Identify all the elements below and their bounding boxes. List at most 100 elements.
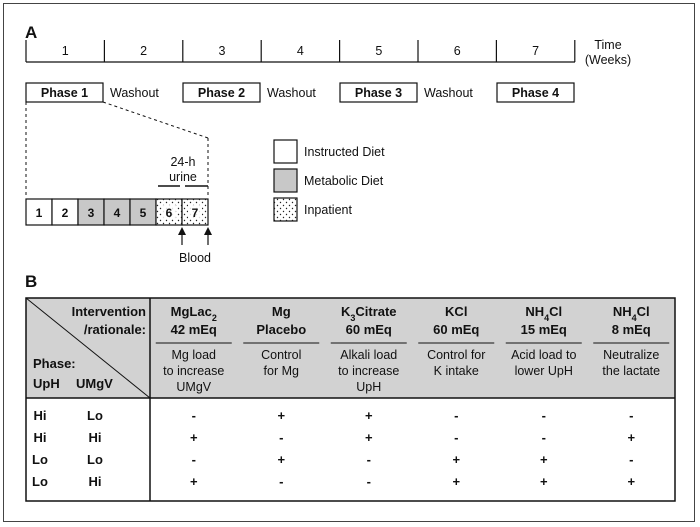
day-label: 6 [166,206,173,220]
intervention-dose: 15 mEq [521,322,567,337]
day-box [181,198,209,226]
phase-label: Phase 4 [512,86,559,100]
intervention-rationale: to increase [338,364,399,378]
intervention-rationale: Neutralize [603,348,659,362]
week-label: 3 [219,44,226,58]
corner-phase-label: Phase: [33,356,76,371]
table-cell: - [542,430,546,445]
urine-label: 24-h [170,155,195,169]
washout-label: Washout [424,86,473,100]
intervention-name: NH4Cl [525,304,562,323]
legend-swatch [273,168,298,193]
row-uph: Lo [32,474,48,489]
week-label: 2 [140,44,147,58]
intervention-rationale: Mg load [172,348,217,362]
intervention-rationale: Acid load to [511,348,576,362]
phase-box [496,82,575,103]
week-label: 7 [532,44,539,58]
table-cell: + [190,430,198,445]
intervention-rationale: Control [261,348,301,362]
arrow-up-icon [204,227,212,235]
table-cell: + [540,474,548,489]
phase-box [339,82,418,103]
col-uph-header: UpH [33,376,60,391]
intervention-rationale: lower UpH [515,364,573,378]
week-label: 6 [454,44,461,58]
intervention-rationale: to increase [163,364,224,378]
table-cell: - [192,408,196,423]
corner-intervention-label: Intervention [72,304,146,319]
phase-label: Phase 1 [41,86,88,100]
row-umgv: Lo [87,408,103,423]
intervention-name: K3Citrate [341,304,397,323]
phase-box [182,82,261,103]
intervention-rationale: Control for [427,348,485,362]
day-label: 7 [192,206,199,220]
table-cell: + [365,408,373,423]
table-cell: - [367,452,371,467]
week-label: 4 [297,44,304,58]
day-label: 4 [114,206,121,220]
intervention-rationale: for Mg [264,364,299,378]
col-umgv-header: UMgV [76,376,113,391]
table-cell: - [542,408,546,423]
blood-label: Blood [179,251,211,265]
row-uph: Lo [32,452,48,467]
table-cell: - [367,474,371,489]
table-cell: - [454,408,458,423]
legend-label: Instructed Diet [304,145,385,159]
row-umgv: Lo [87,452,103,467]
table-header-background [26,298,675,398]
week-label: 1 [62,44,69,58]
intervention-name: Mg [272,304,291,319]
row-uph: Hi [34,430,47,445]
panel-a-label: A [25,23,37,42]
phase-label: Phase 3 [355,86,402,100]
day-label: 5 [140,206,147,220]
intervention-name: NH4Cl [613,304,650,323]
table-cell: - [279,430,283,445]
table-cell: - [279,474,283,489]
phase1-zoom-lines [25,101,209,198]
intervention-dose: 60 mEq [433,322,479,337]
table-cell: - [629,408,633,423]
day-label: 2 [62,206,69,220]
row-uph: Hi [34,408,47,423]
corner-rationale-label: /rationale: [84,322,146,337]
table-cell: + [365,430,373,445]
table-cell: - [629,452,633,467]
day-label: 1 [36,206,43,220]
legend-swatch [273,197,298,222]
intervention-dose: 60 mEq [346,322,392,337]
washout-label: Washout [267,86,316,100]
phase-box [25,82,104,103]
urine-label-2: urine [169,170,197,184]
intervention-table: Intervention /rationale: Phase: UpH UMgV… [25,297,676,502]
panel-b-label: B [25,272,37,291]
intervention-rationale: the lactate [602,364,660,378]
day-label: 3 [88,206,95,220]
intervention-rationale: K intake [434,364,479,378]
table-cell: + [627,430,635,445]
table-cell: + [540,452,548,467]
row-umgv: Hi [89,430,102,445]
time-axis-label: Time [594,38,621,52]
intervention-dose: Placebo [256,322,306,337]
intervention-rationale: UpH [356,380,381,394]
arrow-up-icon [178,227,186,235]
table-cell: + [452,452,460,467]
intervention-dose: 42 mEq [171,322,217,337]
intervention-rationale: UMgV [176,380,211,394]
day-label-backdrop [162,205,176,219]
blood-arrows [178,227,212,245]
table-cell: + [627,474,635,489]
table-cell: + [452,474,460,489]
week-label: 5 [375,44,382,58]
washout-label: Washout [110,86,159,100]
legend-label: Inpatient [304,203,352,217]
table-border [25,297,676,502]
day-boxes: 1 2 3 4 5 6 7 [25,198,209,226]
